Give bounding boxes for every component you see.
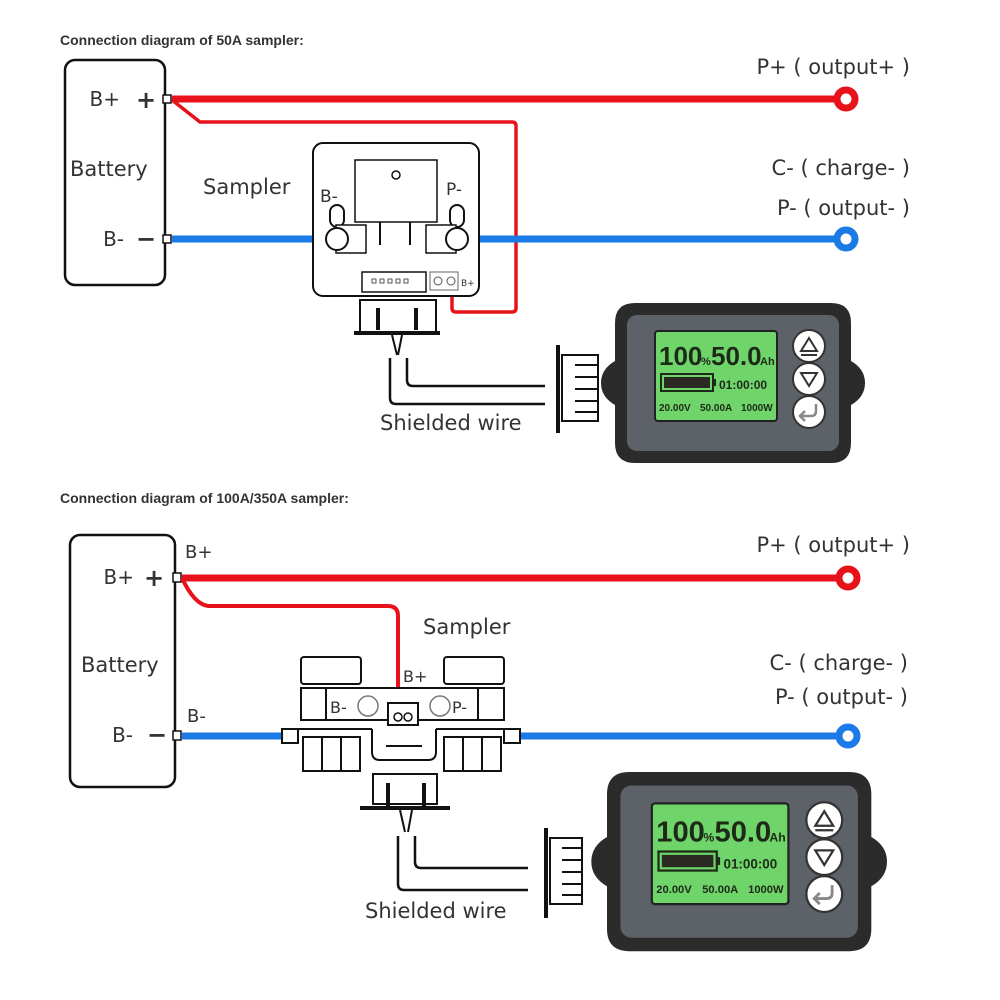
lcd-time: 01:00:00 — [719, 378, 767, 392]
bminus-screw-icon — [357, 695, 379, 717]
diagram-1-title: Connection diagram of 50A sampler: — [60, 32, 304, 48]
shielded-cable-1: Shielded wire — [354, 299, 599, 435]
down-button[interactable] — [792, 362, 826, 396]
plus-icon: + — [136, 86, 156, 114]
battery-pos-terminal — [172, 572, 182, 583]
pminus-screw-icon — [445, 227, 469, 251]
cable-plug — [372, 773, 438, 805]
battery-body — [63, 58, 167, 287]
negative-output-terminal — [835, 723, 861, 749]
sense-wire — [170, 98, 518, 314]
charge-negative-label: C- ( charge- ) — [770, 651, 908, 675]
triangle-up-icon — [799, 336, 819, 352]
shunt-plate — [354, 159, 438, 223]
battery-label: Battery — [81, 653, 159, 677]
lcd-percent-unit: % — [701, 356, 711, 368]
sampler-label: Sampler — [203, 175, 291, 199]
pminus-screw-icon — [429, 695, 451, 717]
battery-neg-terminal — [172, 730, 182, 741]
output-negative-label: P- ( output- ) — [777, 196, 910, 220]
positive-output-terminal — [833, 86, 859, 112]
lcd-capacity: 50.0 — [711, 341, 762, 371]
sampler-pminus-label: P- — [446, 180, 462, 200]
bminus-screw-icon — [325, 227, 349, 251]
battery-neg-label: B- — [112, 723, 133, 747]
enter-button[interactable] — [792, 395, 826, 429]
lcd-power: 1000W — [748, 884, 784, 896]
enter-button[interactable] — [805, 875, 844, 914]
battery-1: B+ + Battery B- − — [63, 58, 172, 287]
lcd-screen — [654, 330, 778, 422]
battery-label: Battery — [70, 157, 148, 181]
lcd-current: 50.00A — [700, 403, 732, 414]
lcd-current: 50.00A — [702, 884, 738, 896]
lcd-percent-unit: % — [703, 830, 714, 844]
enter-icon — [798, 404, 818, 422]
lcd-capacity-unit: Ah — [769, 830, 785, 844]
lcd-voltage: 20.00V — [656, 884, 692, 896]
lcd-power: 1000W — [741, 403, 773, 414]
battery-body — [68, 533, 177, 789]
signal-connector — [361, 271, 427, 293]
output-positive-label: P+ ( output+ ) — [756, 55, 910, 79]
sampler-bplus-label: B+ — [403, 667, 427, 686]
battery-2: B+ + Battery B- − — [68, 533, 182, 789]
triangle-down-icon — [813, 849, 836, 868]
negative-output-terminal — [833, 226, 859, 252]
bplus-port-label: B+ — [461, 279, 475, 289]
charge-negative-label: C- ( charge- ) — [772, 156, 910, 180]
diagram-100a-350a: B+ + Battery B- − B+ B- Sampler B+ B- P- — [68, 533, 910, 952]
up-button[interactable] — [805, 801, 844, 840]
triangle-up-icon — [813, 809, 836, 827]
wire-bplus-label: B+ — [185, 542, 212, 563]
battery-level-fill — [664, 377, 710, 388]
sampler-50a: Sampler B- P- B+ — [203, 142, 480, 297]
triangle-down-icon — [799, 372, 819, 388]
lcd-percent: 100 — [656, 816, 705, 848]
lcd-screen — [650, 802, 790, 906]
wire-bminus-label: B- — [187, 706, 206, 727]
lcd-percent: 100 — [659, 341, 702, 371]
battery-meter-1: 100 % 50.0 Ah 01:00:00 20.00V 50.00A 100… — [601, 303, 865, 463]
bplus-port — [387, 702, 419, 726]
sampler-pminus-label: P- — [452, 698, 467, 717]
lcd-voltage: 20.00V — [659, 403, 691, 414]
output-positive-label: P+ ( output+ ) — [756, 533, 910, 557]
lcd-capacity: 50.0 — [715, 816, 772, 848]
battery-level-fill — [661, 854, 714, 868]
enter-icon — [812, 885, 834, 906]
positive-output-terminal — [835, 565, 861, 591]
shielded-wire-label: Shielded wire — [380, 411, 522, 435]
battery-pos-label: B+ — [104, 565, 134, 589]
battery-pos-label: B+ — [90, 87, 120, 111]
output-negative-label: P- ( output- ) — [775, 685, 908, 709]
cable-plug — [359, 299, 437, 333]
battery-meter-2: 100 % 50.0 Ah 01:00:00 20.00V 50.00A 100… — [591, 772, 887, 952]
sense-wire — [180, 577, 400, 716]
diagram-2-title: Connection diagram of 100A/350A sampler: — [60, 490, 349, 506]
shielded-cable-2: Shielded wire — [360, 773, 583, 923]
up-button[interactable] — [792, 329, 826, 363]
sampler-bminus-label: B- — [330, 698, 347, 717]
minus-icon: − — [136, 225, 156, 253]
lcd-capacity-unit: Ah — [760, 356, 775, 368]
down-button[interactable] — [805, 838, 844, 877]
shielded-wire-label: Shielded wire — [365, 899, 507, 923]
sampler-label: Sampler — [423, 615, 511, 639]
battery-neg-terminal — [162, 234, 172, 244]
plus-icon: + — [144, 564, 164, 592]
battery-neg-label: B- — [103, 227, 124, 251]
lcd-time: 01:00:00 — [723, 856, 777, 871]
sampler-100a-350a: Sampler B+ B- P- — [281, 615, 521, 772]
battery-pos-terminal — [162, 94, 172, 104]
sampler-bminus-label: B- — [320, 187, 338, 207]
minus-icon: − — [147, 721, 167, 749]
diagram-50a: B+ + Battery B- − Sampler B- P- — [63, 55, 910, 463]
